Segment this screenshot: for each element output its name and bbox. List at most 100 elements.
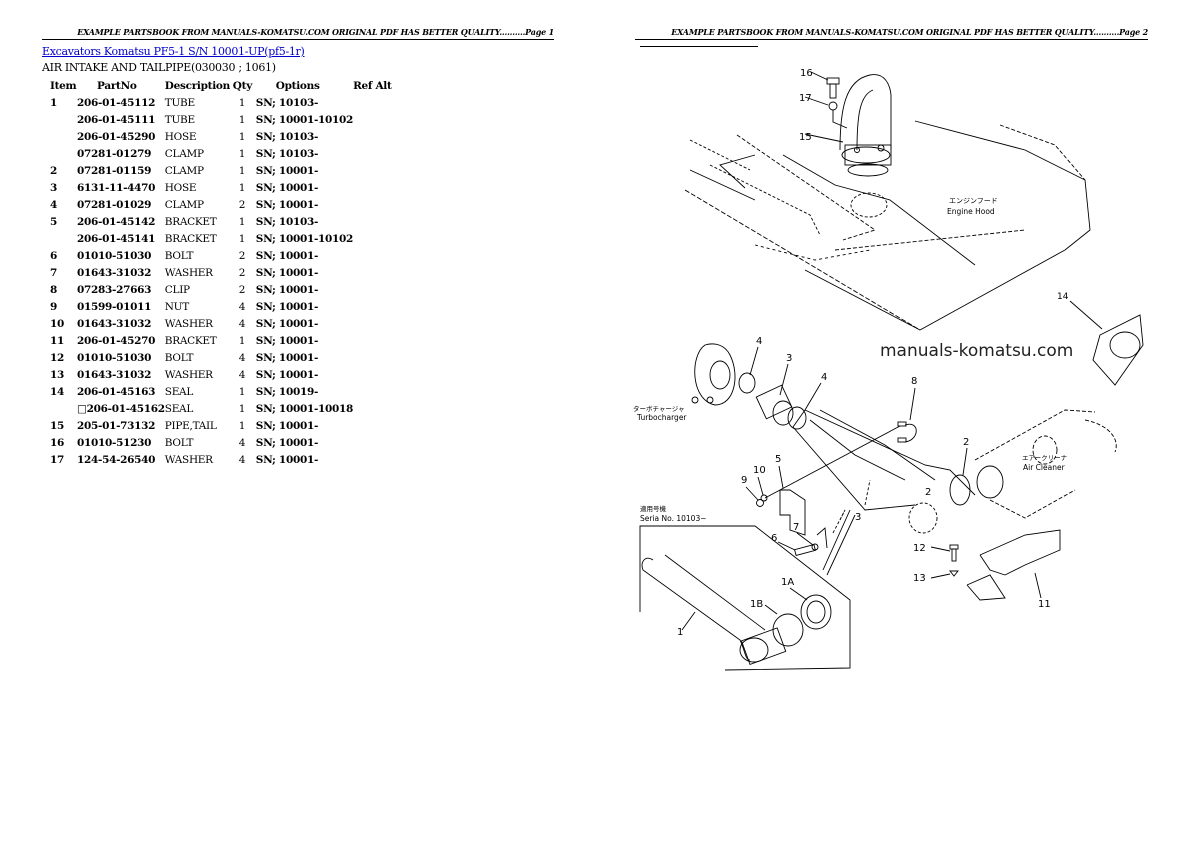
options-cell: SN; 10001- (255, 453, 319, 466)
description-cell: WASHER (164, 317, 213, 330)
svg-text:6: 6 (771, 533, 777, 544)
ref-alt-cell (353, 111, 403, 128)
options-cell: SN; 10001- (255, 419, 319, 432)
partno-cell: 01010-51030 (77, 351, 152, 364)
partno-cell: 6131-11-4470 (77, 181, 156, 194)
qty-cell: 1 (238, 164, 246, 177)
svg-text:エアークリーナ: エアークリーナ (1022, 454, 1067, 462)
item-cell: 11 (50, 334, 65, 347)
ref-alt-cell (353, 213, 403, 230)
qty-cell: 1 (238, 385, 246, 398)
col-qty: Qty (232, 79, 253, 92)
svg-text:15: 15 (799, 132, 812, 143)
svg-text:1B: 1B (750, 599, 763, 610)
svg-text:9: 9 (741, 475, 747, 486)
description-cell: BRACKET (164, 215, 217, 228)
options-cell: SN; 10001- (255, 283, 319, 296)
svg-text:13: 13 (913, 573, 926, 584)
ref-alt-cell (353, 179, 403, 196)
description-cell: PIPE,TAIL (164, 419, 217, 432)
options-cell: SN; 10103- (255, 96, 319, 109)
qty-cell: 1 (238, 130, 246, 143)
item-cell: 10 (50, 317, 65, 330)
description-cell: CLIP (164, 283, 190, 296)
options-cell: SN; 10001-10102 (255, 232, 354, 245)
item-cell: 14 (50, 385, 65, 398)
svg-text:Turbocharger: Turbocharger (636, 413, 687, 422)
ref-alt-cell (353, 298, 403, 315)
divider (640, 46, 758, 47)
options-cell: SN; 10001- (255, 266, 319, 279)
options-cell: SN; 10001-10102 (255, 113, 354, 126)
col-description: Description (164, 79, 230, 92)
description-cell: HOSE (164, 130, 197, 143)
qty-cell: 1 (238, 181, 246, 194)
qty-cell: 4 (238, 300, 246, 313)
description-cell: BOLT (164, 436, 194, 449)
ref-alt-cell (353, 366, 403, 383)
svg-text:5: 5 (775, 454, 781, 465)
parts-table: Item PartNo Description Qty Options Ref … (44, 77, 403, 468)
options-cell: SN; 10001- (255, 249, 319, 262)
col-item: Item (50, 79, 77, 92)
table-header-row: Item PartNo Description Qty Options Ref … (44, 77, 403, 94)
svg-text:16: 16 (800, 68, 813, 79)
description-cell: BRACKET (164, 232, 217, 245)
description-cell: SEAL (164, 402, 194, 415)
item-cell: 15 (50, 419, 65, 432)
exploded-parts-diagram: エンジンフード Engine Hood 16 17 15 14 (633, 68, 1144, 671)
item-cell (44, 128, 77, 145)
description-cell: BRACKET (164, 334, 217, 347)
svg-text:1A: 1A (781, 577, 794, 588)
qty-cell: 4 (238, 368, 246, 381)
description-cell: WASHER (164, 453, 213, 466)
item-cell: 3 (50, 181, 58, 194)
description-cell: WASHER (164, 266, 213, 279)
description-cell: HOSE (164, 181, 197, 194)
qty-cell: 4 (238, 351, 246, 364)
partno-cell: 206-01-45112 (77, 96, 156, 109)
qty-cell: 2 (238, 249, 246, 262)
item-cell: 8 (50, 283, 58, 296)
svg-text:4: 4 (821, 372, 827, 383)
page-1: EXAMPLE PARTSBOOK FROM MANUALS-KOMATSU.C… (42, 27, 554, 468)
svg-text:4: 4 (756, 336, 762, 347)
partno-cell: □206-01-45162 (77, 402, 165, 415)
ref-alt-cell (353, 247, 403, 264)
col-ref-alt: Ref Alt (353, 79, 392, 92)
item-cell: 4 (50, 198, 58, 211)
qty-cell: 1 (238, 113, 246, 126)
item-cell: 7 (50, 266, 58, 279)
partno-cell: 07281-01029 (77, 198, 152, 211)
ref-alt-cell (353, 162, 403, 179)
svg-text:Seria No. 10103~: Seria No. 10103~ (640, 514, 707, 523)
ref-alt-cell (353, 349, 403, 366)
partno-cell: 01643-31032 (77, 317, 152, 330)
page-header: EXAMPLE PARTSBOOK FROM MANUALS-KOMATSU.C… (635, 27, 1148, 40)
ref-alt-cell (353, 315, 403, 332)
svg-text:2: 2 (963, 437, 969, 448)
ref-alt-cell (353, 94, 403, 111)
col-options: Options (275, 79, 320, 92)
description-cell: TUBE (164, 96, 195, 109)
item-cell (44, 111, 77, 128)
svg-text:14: 14 (1057, 292, 1069, 302)
title-link[interactable]: Excavators Komatsu PF5-1 S/N 10001-UP(pf… (42, 45, 305, 58)
item-cell: 9 (50, 300, 58, 313)
qty-cell: 1 (238, 96, 246, 109)
options-cell: SN; 10001- (255, 198, 319, 211)
ref-alt-cell (353, 128, 403, 145)
qty-cell: 1 (238, 419, 246, 432)
description-cell: WASHER (164, 368, 213, 381)
svg-text:3: 3 (855, 512, 861, 523)
